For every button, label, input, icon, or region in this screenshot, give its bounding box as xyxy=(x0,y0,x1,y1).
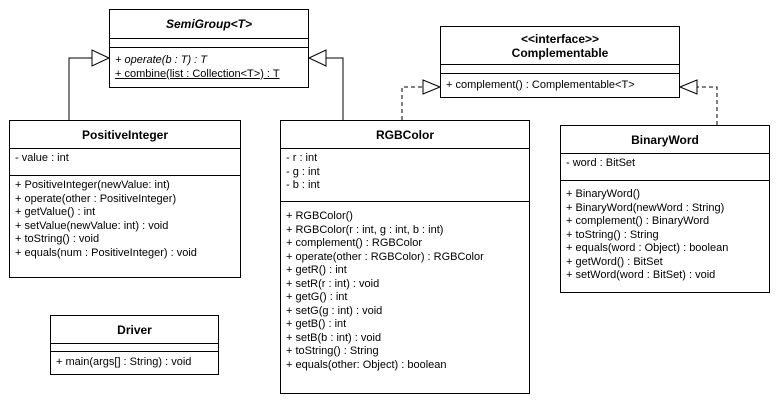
class-rgbcolor[interactable]: RGBColor - r : int - g : int - b : int +… xyxy=(280,120,530,394)
class-semigroup-empty-compartment xyxy=(110,39,308,47)
class-member: + setWord(word : BitSet) : void xyxy=(566,269,716,281)
class-member: + equals(other: Object) : boolean xyxy=(286,358,447,371)
class-driver-operations: + main(args[] : String) : void xyxy=(51,351,218,372)
class-driver-empty-compartment xyxy=(51,344,218,351)
class-member: + getR() : int xyxy=(286,264,347,276)
class-member: + equals(word : Object) : boolean xyxy=(566,242,729,254)
class-member: + setR(r : int) : void xyxy=(286,277,380,290)
class-positiveinteger-operations: + PositiveInteger(newValue: int) + opera… xyxy=(10,175,240,262)
class-member: + RGBColor() xyxy=(286,210,353,222)
class-binaryword-operations: + BinaryWord() + BinaryWord(newWord : St… xyxy=(561,180,769,285)
class-member: + complement() : Complementable<T> xyxy=(446,79,635,91)
class-positiveinteger-attributes: - value : int xyxy=(10,149,240,175)
positiveinteger-generalization-line xyxy=(68,57,92,120)
class-member: - b : int xyxy=(286,179,320,191)
class-member: - word : BitSet xyxy=(566,157,636,169)
class-complementable-empty-compartment xyxy=(441,65,679,73)
class-member: + operate(b : T) : T xyxy=(115,54,208,66)
class-member: + equals(num : PositiveInteger) : void xyxy=(15,246,197,259)
class-member: + RGBColor(r : int, g : int, b : int) xyxy=(286,223,444,236)
class-member: + PositiveInteger(newValue: int) xyxy=(15,179,170,191)
class-complementable-stereotype: <<interface>> xyxy=(520,31,600,46)
class-complementable-name: Complementable xyxy=(511,45,609,60)
rgbcolor-realization-line xyxy=(401,86,423,120)
generalization-arrowhead xyxy=(91,49,111,67)
class-member: - r : int xyxy=(286,152,318,164)
class-rgbcolor-attributes: - r : int - g : int - b : int xyxy=(281,149,529,201)
rgbcolor-generalization-line xyxy=(326,57,344,120)
class-member: + complement() : RGBColor xyxy=(286,237,423,249)
class-positiveinteger-header: PositiveInteger xyxy=(10,121,240,149)
class-member: + combine(list : Collection<T>) : T xyxy=(115,67,280,80)
class-positiveinteger[interactable]: PositiveInteger - value : int + Positive… xyxy=(9,120,241,278)
class-rgbcolor-operations: + RGBColor() + RGBColor(r : int, g : int… xyxy=(281,201,529,374)
class-member: + setG(g : int) : void xyxy=(286,304,383,317)
class-complementable-header: <<interface>> Complementable xyxy=(441,27,679,65)
class-member: + operate(other : PositiveInteger) xyxy=(15,192,177,205)
class-member: + setValue(newValue: int) : void xyxy=(15,219,169,232)
realization-arrowhead xyxy=(422,79,442,95)
class-driver-header: Driver xyxy=(51,316,218,344)
class-binaryword-name: BinaryWord xyxy=(631,132,699,147)
class-member: + getB() : int xyxy=(286,318,347,330)
class-rgbcolor-name: RGBColor xyxy=(376,127,434,142)
class-positiveinteger-name: PositiveInteger xyxy=(81,127,169,142)
class-semigroup-operations: + operate(b : T) : T + combine(list : Co… xyxy=(110,47,308,83)
class-driver[interactable]: Driver + main(args[] : String) : void xyxy=(50,315,219,375)
generalization-arrowhead xyxy=(307,49,327,67)
class-member: - value : int xyxy=(15,152,69,164)
class-member: + toString() : void xyxy=(15,233,100,245)
class-member: + toString() : String xyxy=(286,345,379,357)
class-member: + complement() : BinaryWord xyxy=(566,215,710,227)
class-binaryword-header: BinaryWord xyxy=(561,126,769,154)
class-binaryword-attributes: - word : BitSet xyxy=(561,154,769,180)
class-semigroup-name: SemiGroup<T> xyxy=(165,17,253,31)
class-driver-name: Driver xyxy=(117,322,152,337)
realization-arrowhead xyxy=(678,79,698,95)
class-rgbcolor-header: RGBColor xyxy=(281,121,529,149)
class-member: + BinaryWord(newWord : String) xyxy=(566,201,725,214)
class-member: + getG() : int xyxy=(286,291,348,303)
class-semigroup-header: SemiGroup<T> xyxy=(110,10,308,39)
class-member: + toString() : String xyxy=(566,228,659,241)
class-member: + BinaryWord() xyxy=(566,188,641,200)
class-complementable[interactable]: <<interface>> Complementable + complemen… xyxy=(440,26,680,98)
class-member: + operate(other : RGBColor) : RGBColor xyxy=(286,250,484,263)
binaryword-realization-line xyxy=(697,86,718,125)
class-member: - g : int xyxy=(286,165,320,178)
class-member: + main(args[] : String) : void xyxy=(56,356,192,368)
class-member: + getWord() : BitSet xyxy=(566,255,663,268)
class-complementable-operations: + complement() : Complementable<T> xyxy=(441,73,679,95)
class-binaryword[interactable]: BinaryWord - word : BitSet + BinaryWord(… xyxy=(560,125,770,293)
class-member: + getValue() : int xyxy=(15,206,96,218)
class-semigroup[interactable]: SemiGroup<T> + operate(b : T) : T + comb… xyxy=(109,9,309,88)
class-member: + setB(b : int) : void xyxy=(286,331,382,344)
